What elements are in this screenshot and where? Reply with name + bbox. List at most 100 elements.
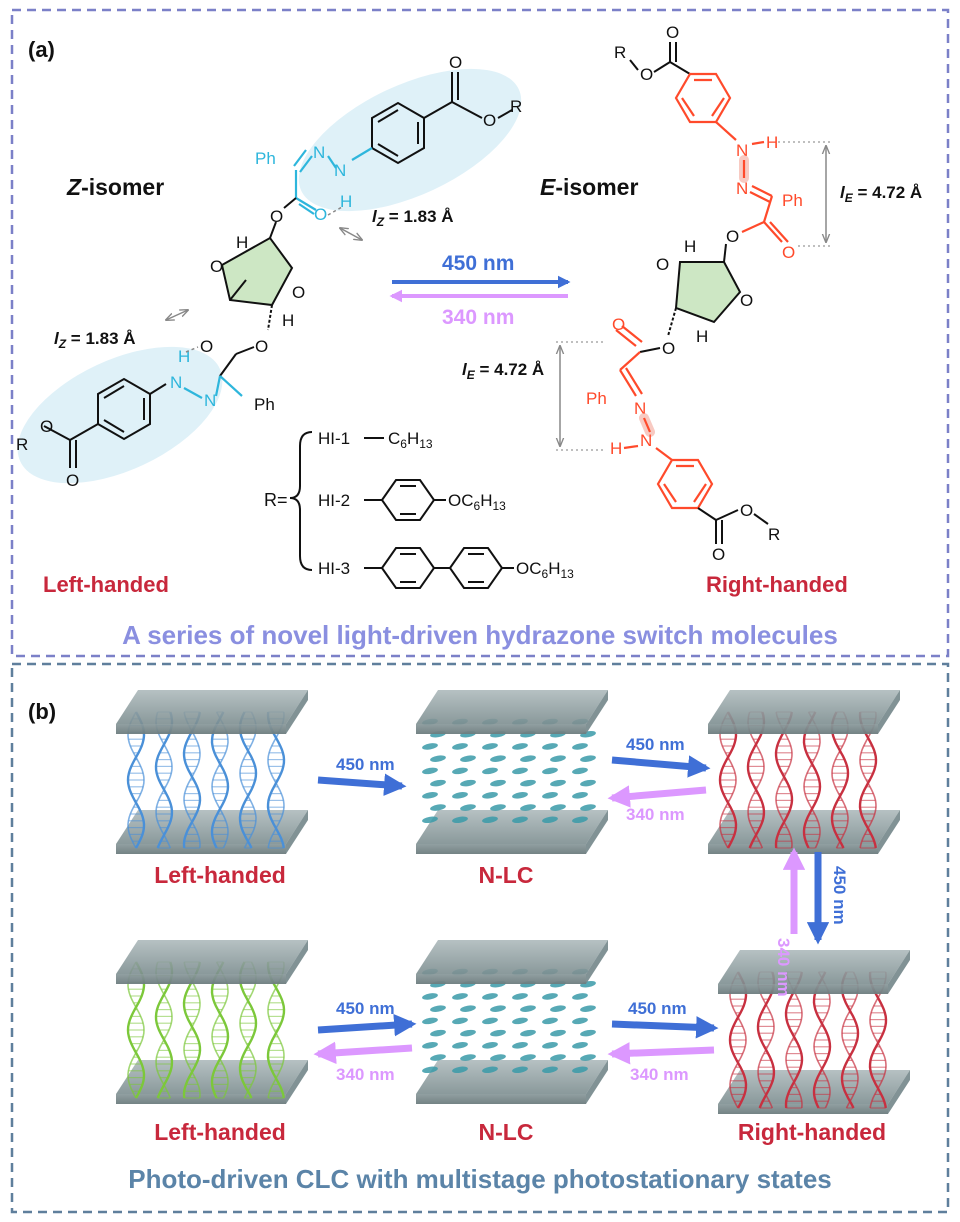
arrow-340-r1b: [607, 785, 707, 808]
label-450-r1a: 450 nm: [336, 755, 395, 774]
bottom-plate: [416, 810, 608, 854]
atom-o-top: O: [449, 53, 462, 72]
atom-h-z: H: [340, 192, 352, 211]
atom-o-lower-e: O: [662, 339, 675, 358]
atom-o-lower-ester: O: [66, 471, 79, 490]
r-equals: R=: [264, 490, 288, 510]
arrow-340-r2b: [607, 1042, 715, 1065]
z-highlight-top: [298, 68, 522, 212]
atom-o-top-e: O: [640, 65, 653, 84]
atom-o-carbonyl-e2: O: [612, 315, 625, 334]
e-isomer-label: E-isomer: [540, 174, 638, 200]
isosorbide-core-e: [676, 262, 740, 322]
atom-o-bottom-e: O: [712, 545, 725, 564]
atom-o-core1-z: O: [210, 257, 223, 276]
atom-h-e2: H: [610, 439, 622, 458]
panel-b-label: (b): [28, 699, 56, 724]
top-plate: [116, 690, 308, 734]
helix: [812, 971, 832, 1109]
cell-r2-left: [116, 940, 308, 1104]
cell-r1-mid: [416, 690, 608, 854]
atom-o-ester-e1: O: [726, 227, 739, 246]
atom-o-lower-z: O: [255, 337, 268, 356]
helix: [858, 711, 878, 849]
cell-r2-right: [718, 950, 910, 1114]
label-340-r1b: 340 nm: [626, 805, 685, 824]
atom-r-bottom-e: R: [768, 525, 780, 544]
atom-o-lower-ester2: O: [40, 417, 53, 436]
atom-h-core2-e: H: [696, 327, 708, 346]
atom-h-core1-e: H: [684, 237, 696, 256]
label-340-a: 340 nm: [442, 306, 514, 329]
atom-h-e1: H: [766, 133, 778, 152]
r-substituents: R= HI-1 C6H13 HI-2 OC6H13 HI-3 OC6H13: [264, 429, 574, 589]
atom-o-carbonyl2-z: O: [200, 337, 213, 356]
atom-n-lower1-z: N: [170, 373, 182, 392]
cell-r1-right: [708, 690, 900, 854]
atom-h-core2-z: H: [282, 311, 294, 330]
atom-o-carbonyl-z: O: [314, 205, 327, 224]
atom-o-ester-top: O: [483, 111, 496, 130]
bottom-plate: [416, 1060, 608, 1104]
row2-left-label: Left-handed: [154, 1119, 286, 1145]
row2-right-label: Right-handed: [738, 1119, 886, 1145]
label-450-r2b: 450 nm: [628, 999, 687, 1018]
helix: [728, 971, 748, 1109]
panel-b-caption: Photo-driven CLC with multistage photost…: [128, 1164, 832, 1194]
atom-ph-lower-z: Ph: [254, 395, 275, 414]
label-450-a: 450 nm: [442, 252, 514, 275]
row2-mid-label: N-LC: [479, 1119, 534, 1145]
right-handed-a: Right-handed: [706, 572, 848, 597]
isosorbide-core-z: [222, 238, 292, 305]
helix: [756, 971, 776, 1109]
arrow-450-r2b: [611, 1016, 719, 1039]
atom-h-lower-z: H: [178, 347, 190, 366]
atom-n-lower2-z: N: [204, 391, 216, 410]
hi1-label: HI-1: [318, 429, 350, 448]
atom-ph-e2: Ph: [586, 389, 607, 408]
helix: [210, 711, 230, 849]
label-340-r2b: 340 nm: [630, 1065, 689, 1084]
top-plate: [416, 940, 608, 984]
label-450-r1b: 450 nm: [626, 735, 685, 754]
hi3-tail: OC6H13: [516, 559, 574, 581]
atom-o-core1-e: O: [656, 255, 669, 274]
arrow-450-r2a: [317, 1013, 417, 1037]
label-450-vertical: 450 nm: [830, 866, 849, 925]
panel-a-label: (a): [28, 37, 55, 62]
atom-n2-z: N: [334, 161, 346, 180]
hi2-tail: OC6H13: [448, 491, 506, 513]
atom-o-carbonyl-e1: O: [782, 243, 795, 262]
z-highlight-bottom: [17, 346, 223, 484]
atom-n-e2: N: [736, 179, 748, 198]
label-450-r2a: 450 nm: [336, 999, 395, 1018]
e-isomer-molecule: R O O N H N Ph O O H O O H: [556, 23, 832, 564]
arrow-450-r1a: [317, 773, 407, 796]
le-label-top: lE = 4.72 Å: [840, 183, 922, 205]
arrow-340-r2a: [313, 1041, 413, 1065]
atom-h-core1-z: H: [236, 233, 248, 252]
helix: [830, 711, 850, 849]
nematic-rods: [422, 718, 596, 824]
top-plate: [416, 690, 608, 734]
atom-ph-z: Ph: [255, 149, 276, 168]
atom-r-lower: R: [16, 435, 28, 454]
le-label-bottom: lE = 4.72 Å: [462, 360, 544, 382]
atom-o-core2-e: O: [740, 291, 753, 310]
atom-n-e4: N: [640, 431, 652, 450]
helix: [154, 711, 174, 849]
panel-b-border: [10, 662, 950, 1214]
atom-n1-z: N: [313, 143, 325, 162]
top-plate: [718, 950, 910, 994]
lz-label-bottom: lZ = 1.83 Å: [54, 329, 136, 351]
hi2-label: HI-2: [318, 491, 350, 510]
z-isomer-label: Z-isomer: [66, 174, 164, 200]
label-340-vertical: 340 nm: [774, 938, 793, 997]
atom-ph-e1: Ph: [782, 191, 803, 210]
atom-r-top-e: R: [614, 43, 626, 62]
panel-a-border: [10, 8, 950, 658]
label-340-r2a: 340 nm: [336, 1065, 395, 1084]
helix: [266, 711, 286, 849]
lz-label-top: lZ = 1.83 Å: [372, 207, 454, 229]
